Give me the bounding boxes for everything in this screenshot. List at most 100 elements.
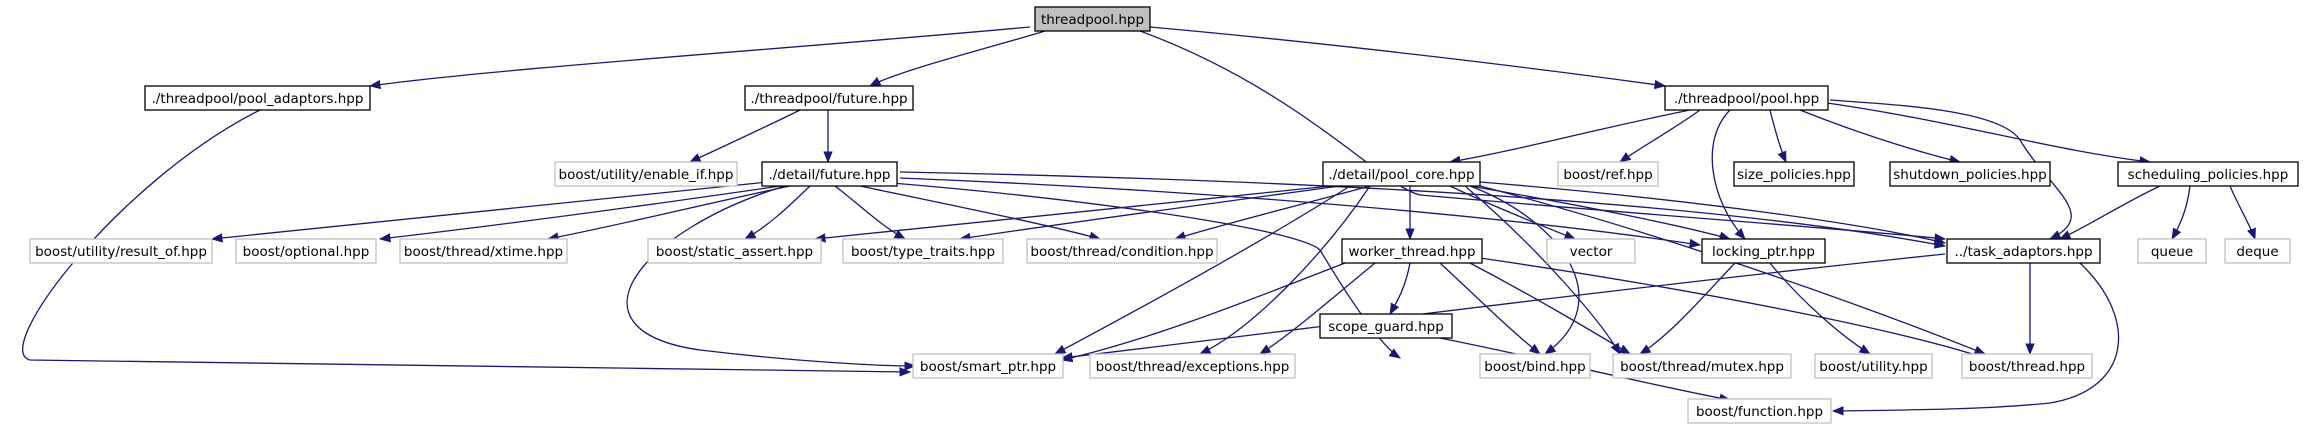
edge-detail-future-static-assert: [743, 185, 811, 240]
edge-pool-pool-core: [1448, 109, 1691, 165]
node-deque[interactable]: deque: [2224, 238, 2291, 264]
node-label: scheduling_policies.hpp: [2128, 167, 2289, 183]
node-scope-guard[interactable]: scope_guard.hpp: [1319, 313, 1453, 339]
node-label: boost/ref.hpp: [1563, 167, 1652, 183]
node-utility[interactable]: boost/utility.hpp: [1814, 353, 1933, 379]
edge-locking-ptr-utility: [1769, 262, 1871, 355]
edge-threadpool-pool-adaptors: [368, 26, 1031, 90]
node-condition[interactable]: boost/thread/condition.hpp: [1026, 238, 1218, 264]
edge-detail-future-smart-ptr: [626, 185, 917, 371]
edge-worker-mutex: [1469, 262, 1632, 355]
edge-pool-core-locking-ptr: [1469, 185, 1732, 241]
node-label: ./threadpool/pool_adaptors.hpp: [152, 91, 364, 107]
node-function[interactable]: boost/function.hpp: [1687, 398, 1832, 424]
edge-scope-guard-function: [1439, 337, 1732, 403]
edge-pool-core-condition: [1173, 185, 1371, 241]
node-label: scope_guard.hpp: [1328, 319, 1444, 335]
edge-worker-smart-ptr: [1060, 262, 1346, 363]
node-ref[interactable]: boost/ref.hpp: [1557, 161, 1659, 187]
edge-worker-bind: [1439, 262, 1541, 355]
node-pool[interactable]: ./threadpool/pool.hpp: [1664, 85, 1829, 111]
node-label: boost/static_assert.hpp: [656, 244, 813, 260]
node-locking-ptr[interactable]: locking_ptr.hpp: [1701, 238, 1826, 264]
node-label: boost/function.hpp: [1696, 404, 1823, 420]
node-type-traits[interactable]: boost/type_traits.hpp: [842, 238, 1004, 264]
node-task-adaptors[interactable]: ../task_adaptors.hpp: [1946, 238, 2101, 264]
node-label: boost/utility/result_of.hpp: [35, 244, 207, 260]
edge-future-enable-if: [688, 109, 801, 163]
node-xtime[interactable]: boost/thread/xtime.hpp: [399, 238, 568, 264]
node-label: shutdown_policies.hpp: [1893, 167, 2046, 183]
node-label: threadpool.hpp: [1041, 12, 1144, 28]
node-exceptions[interactable]: boost/thread/exceptions.hpp: [1089, 353, 1296, 379]
node-label: boost/utility.hpp: [1819, 359, 1927, 375]
node-label: boost/thread/condition.hpp: [1030, 244, 1213, 260]
node-pool-adaptors[interactable]: ./threadpool/pool_adaptors.hpp: [144, 85, 371, 111]
edge-worker-thread: [1479, 257, 1987, 360]
node-label: boost/thread/xtime.hpp: [404, 244, 563, 260]
edge-threadpool-pool: [1149, 26, 1667, 90]
node-worker-thread[interactable]: worker_thread.hpp: [1341, 238, 1483, 264]
edge-pool-locking-ptr: [1711, 109, 1746, 240]
edge-pool-core-mutex: [1464, 185, 1621, 356]
edge-threadpool-future: [868, 30, 1046, 87]
node-label: vector: [1570, 244, 1613, 260]
edge-detail-future-locking-ptr: [899, 177, 1702, 249]
node-label: ./detail/pool_core.hpp: [1328, 167, 1474, 183]
edge-task-adaptors-smart-ptr: [1060, 253, 1946, 362]
edge-pool-core-static-assert: [813, 185, 1331, 243]
node-label: ./threadpool/future.hpp: [750, 91, 907, 107]
dependency-nodes: threadpool.hpp ./threadpool/pool_adaptor…: [29, 6, 2299, 424]
node-enable-if[interactable]: boost/utility/enable_if.hpp: [554, 161, 738, 187]
edge-pool-shutdown-policies: [1799, 109, 1962, 165]
edge-detail-future-optional: [378, 185, 781, 243]
node-label: deque: [2236, 244, 2278, 260]
node-mutex[interactable]: boost/thread/mutex.hpp: [1612, 353, 1792, 379]
edge-locking-ptr-mutex: [1639, 262, 1736, 355]
edge-pool-core-exceptions: [1198, 185, 1371, 355]
edge-pool-task-adaptors: [1829, 99, 2072, 240]
node-label: boost/utility/enable_if.hpp: [559, 167, 734, 183]
edge-worker-scope-guard: [1389, 262, 1411, 316]
edge-worker-exceptions: [1259, 262, 1376, 355]
edge-scheduling-task-adaptors: [2058, 185, 2161, 240]
node-threadpool[interactable]: threadpool.hpp: [1034, 6, 1151, 32]
node-label: boost/thread/mutex.hpp: [1620, 359, 1784, 375]
edge-pool-ref: [1619, 109, 1701, 163]
edge-pool-adaptors-smart-ptr: [22, 109, 912, 377]
node-shutdown-policies[interactable]: shutdown_policies.hpp: [1889, 161, 2051, 187]
node-scheduling-policies[interactable]: scheduling_policies.hpp: [2117, 161, 2299, 187]
node-label: boost/thread/exceptions.hpp: [1096, 359, 1290, 375]
node-label: boost/optional.hpp: [243, 244, 370, 260]
node-size-policies[interactable]: size_policies.hpp: [1733, 161, 1855, 187]
node-thread[interactable]: boost/thread.hpp: [1961, 353, 2093, 379]
edge-detail-future-type-traits: [834, 185, 907, 240]
edge-task-adaptors-function: [1831, 262, 2120, 416]
node-bind[interactable]: boost/bind.hpp: [1479, 353, 1591, 379]
edge-detail-future-result-of: [210, 181, 769, 243]
node-future[interactable]: ./threadpool/future.hpp: [744, 85, 914, 111]
edge-pool-core-type-traits: [958, 185, 1341, 243]
node-label: ./detail/future.hpp: [768, 167, 890, 183]
edge-detail-future-xtime: [546, 185, 791, 242]
node-static-assert[interactable]: boost/static_assert.hpp: [647, 238, 822, 264]
node-smart-ptr[interactable]: boost/smart_ptr.hpp: [912, 353, 1064, 379]
node-label: ../task_adaptors.hpp: [1954, 244, 2092, 260]
edge-pool-core-smart-ptr: [1053, 185, 1351, 355]
edge-pool-size-policies: [1769, 109, 1787, 164]
edge-scheduling-queue: [2171, 185, 2191, 241]
node-label: locking_ptr.hpp: [1712, 244, 1815, 260]
edge-pool-scheduling-policies: [1819, 101, 2152, 166]
node-detail-future[interactable]: ./detail/future.hpp: [761, 161, 898, 187]
node-pool-core[interactable]: ./detail/pool_core.hpp: [1322, 161, 1481, 187]
node-label: worker_thread.hpp: [1348, 244, 1475, 260]
node-optional[interactable]: boost/optional.hpp: [235, 238, 377, 264]
node-queue[interactable]: queue: [2137, 238, 2207, 264]
node-result-of[interactable]: boost/utility/result_of.hpp: [29, 238, 213, 264]
edge-scheduling-deque: [2229, 185, 2256, 241]
node-label: ./threadpool/pool.hpp: [1674, 91, 1819, 107]
edge-detail-future-task-adaptors: [899, 171, 1947, 249]
node-vector[interactable]: vector: [1546, 238, 1636, 264]
edge-pool-core-vector: [1449, 185, 1577, 240]
